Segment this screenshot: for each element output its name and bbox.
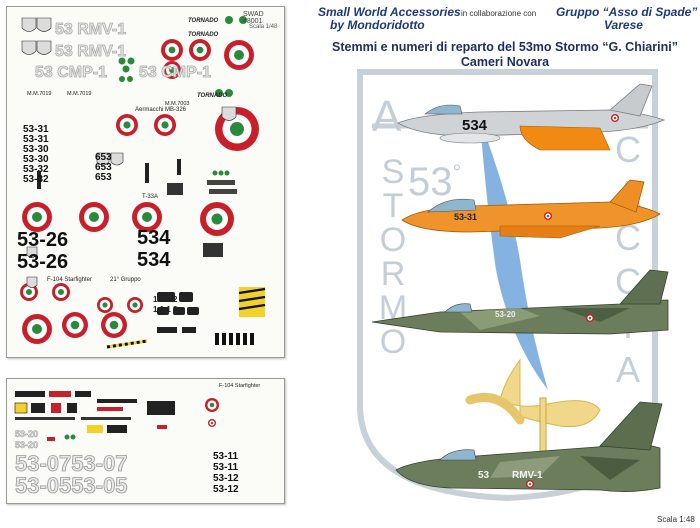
emblem-right-letter: C (615, 129, 641, 170)
mid-unit-code: 653 (95, 162, 112, 173)
page-subtitle: Cameri Novara (460, 55, 550, 69)
bottom-f104-label: F-104 Starfighter (219, 383, 261, 389)
emblem-right-letter: A (615, 349, 640, 390)
misc-black-shapes (37, 159, 237, 333)
aircraft-f104 (371, 269, 669, 335)
page-title: Stemmi e numeri di reparto del 53mo Stor… (332, 40, 678, 54)
big-code-534-2: 534 (137, 249, 171, 271)
brand-line-2: by Mondoridotto (330, 18, 425, 32)
partner-line-1: Gruppo “Asso di Spade” (556, 5, 698, 19)
footer-scale: Scala 1:48 (657, 515, 695, 524)
stencil-number: 1 1 1 2 (153, 305, 178, 314)
bottom-small-code-1: 53-20 (15, 429, 39, 440)
aircraft-tornado (395, 401, 663, 492)
mm7019-label-2: M.M.7019 (67, 91, 92, 97)
bottom-green-dots (64, 434, 76, 440)
bottom-right-code: 53-12 (213, 473, 239, 484)
emblem-left-letters: S T O R M O (378, 155, 408, 359)
emblem-left-letter: O (379, 221, 407, 259)
left-unit-code: 53-30 (23, 154, 49, 165)
emblem-left-letter: T (382, 187, 404, 225)
bottom-right-code: 53-11 (213, 451, 239, 462)
left-unit-codes: 53-31 53-31 53-30 53-30 53-32 53-32 (23, 125, 49, 185)
gruppo-label: 21° Gruppo (110, 277, 141, 283)
stencil-numbers: 1 1 1 2 1 1 1 2 (153, 295, 177, 315)
stencil-number: 1 1 1 2 (153, 295, 178, 304)
roundel-group (20, 39, 259, 344)
bottom-big-code-1: 53-0753-07 (15, 451, 128, 476)
emblem-degree: ° (452, 160, 462, 185)
green-dots (118, 16, 247, 176)
emblem-letter-a: A (372, 92, 402, 141)
tornado-code-rmv: RMV-1 (512, 470, 543, 481)
bottom-right-code: 53-12 (213, 484, 239, 495)
bottom-misc-stencils (14, 391, 175, 433)
partner-line-2: Varese (604, 18, 643, 32)
aircraft-mb326 (401, 179, 661, 239)
brand-line-1: Small World Accessories (318, 5, 461, 19)
left-unit-code: 53-32 (23, 174, 49, 185)
left-unit-code: 53-30 (23, 144, 49, 155)
mid-unit-code: 653 (95, 152, 112, 163)
mb326-code: 53-31 (454, 212, 478, 222)
tornado-logo-1: TORNADO (188, 18, 219, 24)
left-unit-code: 53-31 (23, 134, 49, 145)
emblem-left-letter: O (379, 323, 407, 361)
emblem-number-text: 53 (408, 160, 453, 204)
mid-unit-codes: 653 653 653 (95, 153, 112, 183)
big-code-5326-2: 53-26 (17, 251, 69, 273)
mid-unit-code: 653 (95, 172, 112, 183)
rmv-code-2: 53 RMV-1 (55, 43, 127, 61)
left-unit-code: 53-31 (23, 124, 49, 135)
tornado-code-53: 53 (478, 470, 490, 481)
left-unit-code: 53-32 (23, 164, 49, 175)
tornado-logo-3: TORNADO (197, 93, 228, 99)
decal-sheet-bottom-art (14, 391, 219, 441)
decal-sheet-bottom: F-104 Starfighter 53-20 53-20 53-0753-07… (6, 378, 285, 504)
cmp-code-2: 53 CMP-1 (139, 64, 212, 82)
mm7019-label-1: M.M.7019 (27, 91, 52, 97)
bottom-big-code-2: 53-0553-05 (15, 473, 128, 498)
f104-label: F-104 Starfighter (47, 277, 93, 283)
f104-code: 53-20 (495, 310, 516, 319)
bottom-roundels (205, 398, 219, 427)
yellow-stripe-panels (106, 287, 266, 349)
t33-code-534: 534 (462, 117, 488, 134)
zebra-stripes (215, 333, 254, 345)
rmv-code-1: 53 RMV-1 (55, 21, 127, 39)
small-crests (21, 17, 237, 288)
sheet-scale: Scala 1/48 (249, 24, 278, 30)
bottom-red-marks (47, 425, 167, 441)
mb326-label: Aermacchi MB-326 (135, 107, 187, 113)
emblem-left-letter: S (381, 153, 405, 191)
bottom-right-code: 53-11 (213, 462, 239, 473)
decal-sheet-top-art (20, 16, 266, 349)
sheet-code: SWAD 48001 (243, 11, 264, 25)
collab-text: in collaborazione con (461, 9, 537, 18)
emblem-left-letter: R (380, 255, 406, 293)
emblem-number: 53° (408, 160, 461, 205)
bottom-small-code-2: 53-20 (15, 440, 39, 451)
cmp-code-1: 53 CMP-1 (35, 64, 108, 82)
big-code-5326-1: 53-26 (17, 229, 69, 251)
aircraft-t33 (397, 83, 666, 151)
decal-sheet-top: SWAD 48001 Scala 1/48 53 RMV-1 53 RMV-1 … (6, 6, 285, 358)
t33-label: T-33A (142, 194, 159, 200)
tornado-logo-2: TORNADO (188, 32, 219, 38)
bottom-right-codes: 53-11 53-11 53-12 53-12 (213, 451, 239, 495)
big-code-534-1: 534 (137, 227, 171, 249)
mm7003-label: M.M.7003 (165, 101, 190, 107)
